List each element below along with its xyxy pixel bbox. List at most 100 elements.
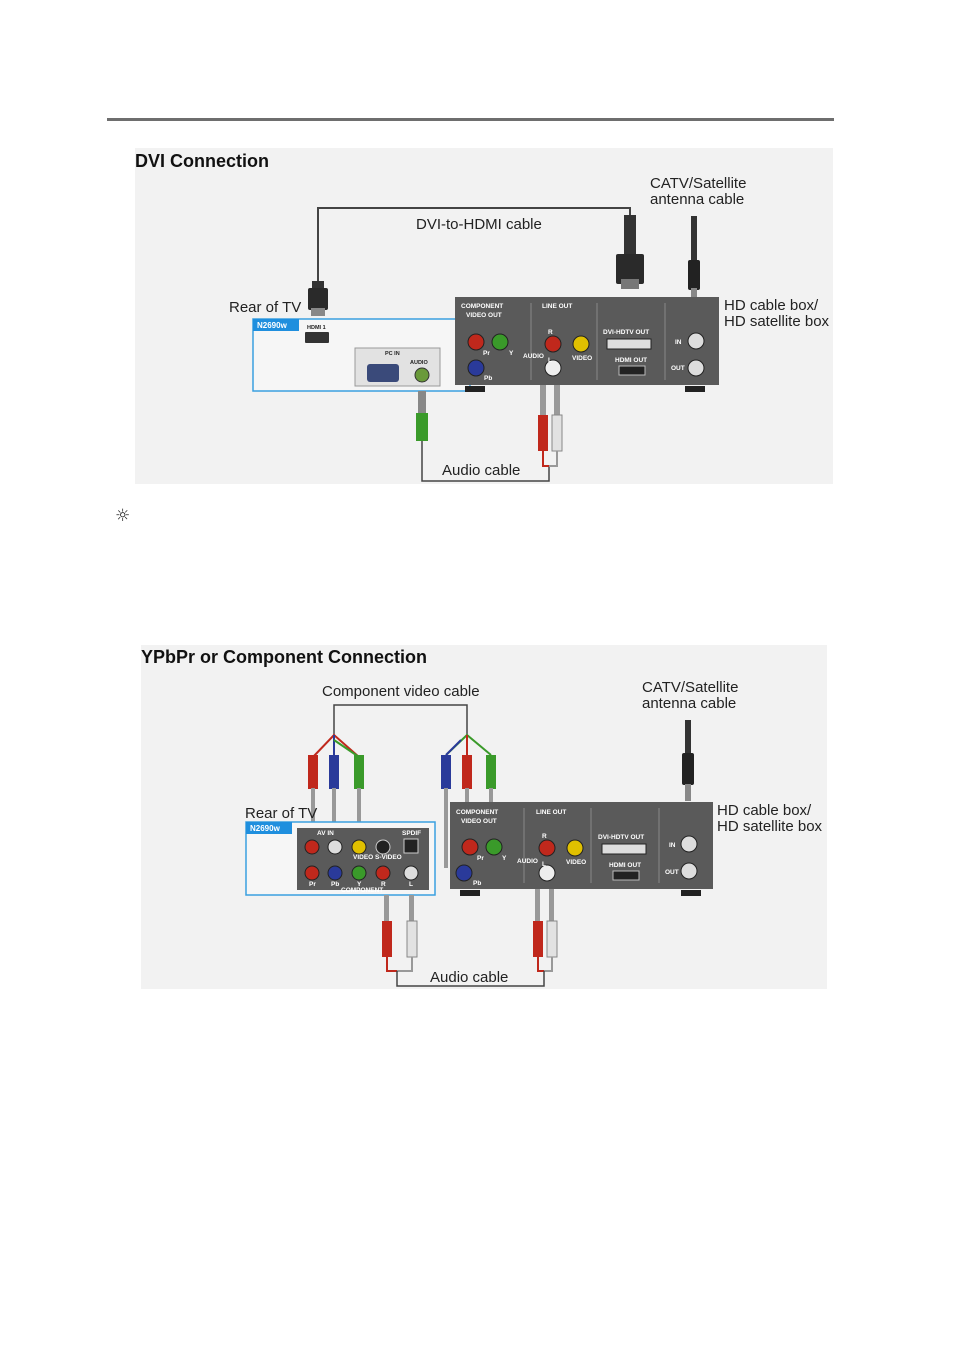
rca-audio-plugs-icon <box>538 385 563 467</box>
green-audio-plug-icon <box>416 391 428 441</box>
box-audio-r-jack <box>544 335 562 353</box>
box-dvi-port <box>606 338 652 350</box>
rear-of-tv-label: Rear of TV <box>245 805 317 822</box>
box-video-out-label: VIDEO OUT <box>466 312 502 319</box>
box-in-jack <box>687 332 705 350</box>
box-l-label: L <box>542 861 546 868</box>
hd-box-label-line1: HD cable box/ <box>724 297 819 314</box>
hd-cable-box: COMPONENT VIDEO OUT LINE OUT Pr Y Pb R A… <box>450 802 713 896</box>
box-y-label: Y <box>502 855 507 862</box>
left-component-plugs-icon <box>308 733 364 838</box>
tv-component-label: COMPONENT <box>341 887 383 894</box>
hdmi1-port <box>305 332 329 343</box>
box-pr-jack <box>461 838 479 856</box>
box-component-label: COMPONENT <box>456 809 498 816</box>
rear-of-tv-label: Rear of TV <box>229 299 301 316</box>
dvi-cable-label: DVI-to-HDMI cable <box>416 216 542 233</box>
box-dvi-out-label: DVI-HDTV OUT <box>598 834 644 841</box>
dvi-plug-icon <box>616 215 644 289</box>
tv-av-l-jack <box>327 839 343 855</box>
box-l-label: L <box>548 357 552 364</box>
box-out-label: OUT <box>671 365 685 372</box>
box-y-jack <box>491 333 509 351</box>
audio-label: AUDIO <box>410 360 428 366</box>
hd-box-label-line2: HD satellite box <box>717 818 823 835</box>
hd-box-label-line1: HD cable box/ <box>717 802 812 819</box>
component-cable-line <box>333 704 468 735</box>
box-pb-label: Pb <box>484 375 492 382</box>
tv-audio-r-jack <box>375 865 391 881</box>
box-r-label: R <box>548 329 553 336</box>
hdmi-plug-icon <box>308 281 328 316</box>
tv-pr-label: Pr <box>309 881 316 888</box>
dvi-title: DVI Connection <box>135 151 269 171</box>
box-audio-l-jack <box>538 864 556 882</box>
tv-pb-label: Pb <box>331 881 339 888</box>
box-out-jack <box>680 862 698 880</box>
spdif-label: SPDIF <box>402 830 421 837</box>
box-audio-label: AUDIO <box>517 858 538 865</box>
tv-av-r-jack <box>304 839 320 855</box>
box-pb-jack <box>467 359 485 377</box>
audio-cable-label: Audio cable <box>430 969 508 986</box>
tv-rca-audio-plugs-icon <box>382 895 418 972</box>
model-badge <box>246 822 292 834</box>
box-audio-label: AUDIO <box>523 353 544 360</box>
box-pr-label: Pr <box>483 350 490 357</box>
antenna-label-line1: CATV/Satellite <box>642 679 738 696</box>
box-video-label: VIDEO <box>572 355 592 362</box>
box-audio-l-jack <box>544 359 562 377</box>
box-video-out-label: VIDEO OUT <box>461 818 497 825</box>
box-y-jack <box>485 838 503 856</box>
box-video-jack <box>566 839 584 857</box>
box-y-label: Y <box>509 350 514 357</box>
tv-pb-jack <box>327 865 343 881</box>
box-hdmi-out-label: HDMI OUT <box>615 357 647 364</box>
audio-cable-line <box>421 441 550 482</box>
box-hdmi-port <box>618 365 646 376</box>
tv-y-jack <box>351 865 367 881</box>
antenna-label-line1: CATV/Satellite <box>650 175 746 192</box>
tv-pr-jack <box>304 865 320 881</box>
model-badge-text: N2690w <box>257 321 288 330</box>
component-cable-label: Component video cable <box>322 683 480 700</box>
antenna-cable-icon <box>682 720 694 801</box>
pc-in-label: PC IN <box>385 351 400 357</box>
antenna-label-line2: antenna cable <box>650 191 744 208</box>
box-hdmi-out-label: HDMI OUT <box>609 862 641 869</box>
box-dvi-port <box>601 843 647 855</box>
box-component-label: COMPONENT <box>461 303 503 310</box>
box-r-label: R <box>542 833 547 840</box>
hd-box-label-line2: HD satellite box <box>724 313 830 330</box>
tv-audio-l-jack <box>403 865 419 881</box>
box-video-label: VIDEO <box>566 859 586 866</box>
box-out-label: OUT <box>665 869 679 876</box>
tv-av-panel <box>297 828 429 890</box>
box-in-jack <box>680 835 698 853</box>
model-badge-text: N2690w <box>250 824 281 833</box>
box-hdmi-port <box>612 870 640 881</box>
tv-svideo-jack <box>375 839 391 855</box>
vga-port <box>367 364 399 382</box>
box-pr-label: Pr <box>477 855 484 862</box>
tv-spdif-port <box>403 838 419 854</box>
hd-cable-box: COMPONENT VIDEO OUT LINE OUT Pr Y Pb R A… <box>455 297 719 392</box>
box-line-out-label: LINE OUT <box>542 303 572 310</box>
ypbpr-connection-diagram: YPbPr or Component Connection Component … <box>141 645 827 989</box>
audio-jack <box>414 367 430 383</box>
box-in-label: IN <box>669 842 676 849</box>
dvi-connection-diagram: DVI Connection CATV/Satellite antenna ca… <box>135 148 833 484</box>
antenna-cable-icon <box>688 216 700 302</box>
model-badge <box>253 319 299 331</box>
top-rule <box>107 118 834 121</box>
box-video-jack <box>572 335 590 353</box>
box-audio-r-jack <box>538 839 556 857</box>
box-pr-jack <box>467 333 485 351</box>
box-in-label: IN <box>675 339 682 346</box>
tv-y-label: Y <box>357 881 362 888</box>
box-line-out-label: LINE OUT <box>536 809 566 816</box>
audio-cable-line <box>396 971 545 987</box>
tv-video-label: VIDEO <box>353 854 373 861</box>
box-rca-audio-plugs-icon <box>533 889 558 972</box>
hdmi1-label: HDMI 1 <box>307 325 326 331</box>
